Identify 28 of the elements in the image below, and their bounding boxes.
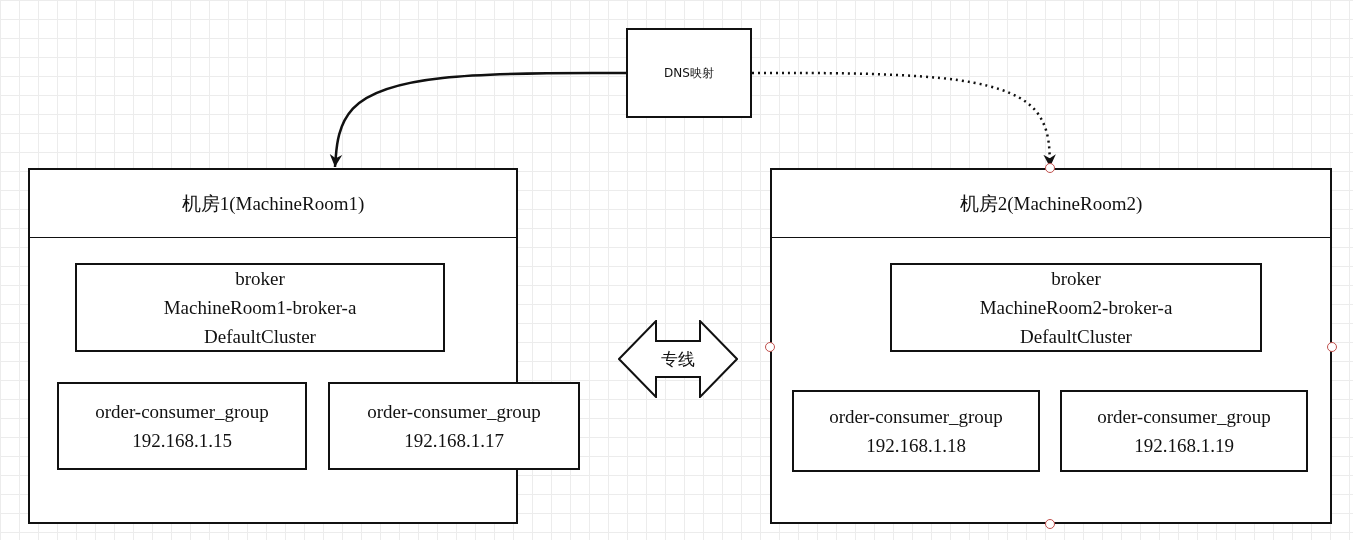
server-text: 192.168.1.19 [1134,434,1234,458]
server-box [792,390,1040,472]
double-arrow-shape [618,320,738,398]
server-text: order-consumer_group [1097,405,1271,429]
server-text: broker [1051,267,1101,291]
server-text: 192.168.1.17 [404,429,504,453]
server-text: 192.168.1.18 [866,434,966,458]
server-text: 192.168.1.15 [132,429,232,453]
room-title: 机房1(MachineRoom1) [181,192,365,216]
server-text: order-consumer_group [367,400,541,424]
server-box [890,263,1262,352]
room-title: 机房2(MachineRoom2) [959,192,1143,216]
machine-room-container [770,168,1332,524]
server-text: DefaultCluster [1020,325,1132,349]
server-text: order-consumer_group [829,405,1003,429]
server-text: MachineRoom1-broker-a [163,296,357,320]
server-text: DefaultCluster [204,325,316,349]
dns-box [626,28,752,118]
server-box [1060,390,1308,472]
server-box [328,382,580,470]
server-box [75,263,445,352]
server-box [57,382,307,470]
connector-arrow [329,71,626,168]
server-text: order-consumer_group [95,400,269,424]
server-text: MachineRoom2-broker-a [979,296,1173,320]
server-text: broker [235,267,285,291]
link-label: 专线 [661,347,695,371]
dns-label: DNS映射 [664,64,714,82]
